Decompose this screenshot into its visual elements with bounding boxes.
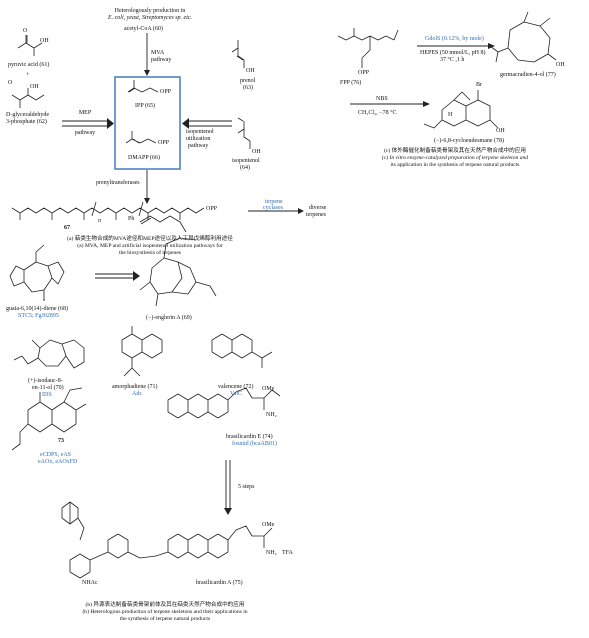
- dmapp-opp-label: OPP: [158, 140, 170, 146]
- pyruvic-acid-label: pyruvic acid (61): [8, 62, 50, 68]
- hetero-top-text: Heterologously production in: [114, 8, 186, 14]
- temp-label: 37 °C ,1 h: [440, 57, 465, 63]
- brasA-ome-label: OMe: [262, 522, 275, 528]
- hetero-bottom-text: E. coli, yeast, Streptomyces sp. etc.: [107, 15, 193, 21]
- mva-pathway-label: pathway: [151, 57, 172, 63]
- dglyc-label-2: 3-phosphate (62): [6, 119, 47, 125]
- chain-opp-label: OPP: [206, 206, 218, 212]
- guaia-label: guaia-6,10(14)-diene (68): [6, 306, 68, 312]
- brasE-enzyme-label: fosmid (bcaAB01): [232, 441, 277, 447]
- isodauc-label-1: (+)-isodauc-8-: [28, 378, 63, 384]
- isopentenol-label: isopentenol: [232, 158, 260, 164]
- compound-67-label: 67: [64, 225, 70, 231]
- prenol-number: (63): [243, 85, 253, 91]
- mep-label-2: pathway: [74, 130, 96, 136]
- mep-label-1: MEP: [78, 110, 92, 116]
- pyruvic-oh-label: OH: [40, 38, 49, 44]
- isodauc-enzyme-label: IDS: [42, 392, 52, 398]
- ph-label: Ph: [128, 216, 135, 222]
- dglyc-label-1: D-glyceraldehyde: [6, 112, 49, 118]
- iso-util-label-2: utilization: [186, 136, 211, 142]
- valencene-enzyme-label: ValC: [230, 391, 242, 397]
- brasE-nh2-label: NH₂: [266, 412, 277, 418]
- terpene-cyclases-label-2: cyclases: [263, 205, 283, 211]
- pyruvic-o-label: O: [23, 28, 28, 34]
- caption-a-cn: (a) 萜类生物合成的MVA途径和MEP途径以及人工异戊烯醇利用途径: [67, 236, 233, 242]
- h-label: H: [448, 112, 453, 118]
- brasE-label: brasilicardin E (74): [226, 434, 273, 440]
- enzyme-73-label-1: eCDPS, eAS: [40, 452, 72, 458]
- isopentenol-number: (64): [240, 165, 250, 171]
- ipp-opp-label: OPP: [160, 89, 172, 95]
- germ-oh-label: OH: [556, 62, 565, 68]
- guaia-enzyme-label: STC5; FgJ02895: [18, 313, 59, 319]
- dglyc-oh-label: OH: [30, 84, 39, 90]
- gdols-label: GdolS (0.12%, by mole): [425, 36, 484, 42]
- caption-b-en-1: (b) Heterologous production of terpene s…: [82, 609, 248, 615]
- brasA-nh2-label: NH₂: [266, 550, 277, 556]
- isodauc-label-2: en-11-ol (70): [32, 385, 64, 391]
- amorph-enzyme-label: Ads: [132, 391, 142, 397]
- amorph-label: amorphadiene (71): [112, 384, 158, 390]
- iso-util-label-3: pathway: [188, 143, 209, 149]
- isopentenol-oh-label: OH: [252, 149, 261, 155]
- cond-label: CH₂Cl₂, −78 °C: [358, 110, 397, 116]
- cyclo-label: (−)-6,8-cycloeudesmane (78): [434, 138, 505, 144]
- diverse-label-1: diverse: [309, 205, 327, 211]
- chain-n-label: n: [98, 218, 101, 224]
- caption-a-en-1: (a) MVA, MEP and artificial isopentenol …: [77, 243, 223, 249]
- fpp-opp-label: OPP: [358, 70, 370, 76]
- caption-b-cn: (b) 异源表达制备萜类骨架前体及其在萜类天然产物合成中的应用: [85, 602, 245, 608]
- prenol-label: prenol: [240, 78, 256, 84]
- nhac-label: NHAc: [82, 580, 98, 586]
- valencene-label: valencene (72): [218, 384, 254, 390]
- plus-sign: +: [26, 72, 30, 78]
- caption-a-en-2: the biosynthesis of terpenes: [119, 250, 181, 256]
- brasE-ome-label: OMe: [262, 386, 275, 392]
- brasA-tfa-label: TFA: [282, 550, 293, 556]
- compound-73-label: 73: [58, 438, 64, 444]
- germ-label: germacradien-4-ol (77): [500, 72, 556, 78]
- caption-c-en-1: (c) In vitro enzyme-catalyzed preparatio…: [381, 155, 529, 161]
- dglyc-o-label: O: [8, 80, 13, 86]
- caption-b-en-2: the synthesis of terpene natural product…: [119, 616, 211, 622]
- iso-util-label-1: isopentenol: [186, 129, 214, 135]
- prenyltransferases-label: prenyltransferases: [96, 180, 140, 186]
- ipp-dmapp-box: [114, 76, 181, 170]
- englerin-label: (−)-englerin A (69): [146, 315, 192, 321]
- five-steps-label: 5 steps: [238, 484, 255, 490]
- mva-label: MVA: [151, 50, 165, 56]
- terpene-cyclases-label-1: terpene: [265, 199, 283, 205]
- dmapp-label: DMAPP (66): [128, 155, 160, 161]
- cyclo-oh-label: OH: [496, 128, 505, 134]
- diverse-label-2: terpenes: [306, 212, 326, 218]
- fpp-label: FPP (76): [340, 80, 362, 86]
- brasA-label: brasilicardin A (75): [196, 580, 243, 586]
- hepes-label: HEPES (50 mmol/L, pH 8): [420, 50, 486, 56]
- br-label: Br: [476, 82, 482, 88]
- ipp-label: IPP (65): [135, 103, 155, 109]
- prenol-oh-label: OH: [246, 68, 255, 74]
- caption-c-cn: (c) 体外酶催化制备萜类骨架及其在天然产物合成中的应用: [384, 148, 526, 154]
- nbs-label: NBS: [376, 96, 388, 102]
- acetyl-coa-label: acetyl-CoA (60): [124, 26, 163, 32]
- enzyme-73-label-2: eAOx, eAOxFD: [38, 459, 78, 465]
- caption-c-en-2: its application in the synthesis of terp…: [390, 162, 520, 168]
